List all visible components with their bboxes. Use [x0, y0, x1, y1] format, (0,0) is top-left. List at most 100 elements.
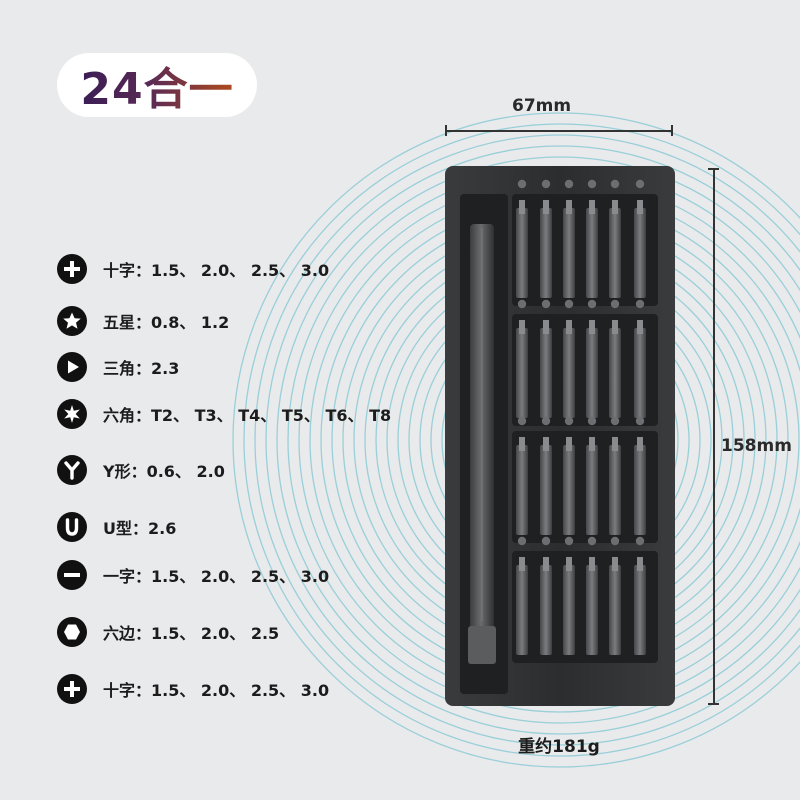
bit-type-marker [587, 179, 597, 189]
bit-tip [612, 557, 618, 571]
bit-tip [637, 200, 643, 214]
bit-type-marker [635, 536, 645, 546]
bit-tip [589, 320, 595, 334]
height-dimension-tick-bottom [708, 703, 719, 705]
width-dimension-tick-left [445, 125, 447, 136]
ring [243, 123, 800, 757]
bit-tip [637, 320, 643, 334]
bit-type-marker [610, 416, 620, 426]
screwdriver-bit [563, 208, 575, 298]
bit-type-marker [635, 179, 645, 189]
screwdriver-bit [586, 445, 598, 535]
screwdriver-bit [609, 208, 621, 298]
screwdriver-bit [540, 328, 552, 418]
bit-type-marker [564, 416, 574, 426]
screwdriver-bit [563, 328, 575, 418]
bit-type-marker [587, 299, 597, 309]
width-dimension-label: 67mm [512, 96, 572, 116]
spec-text: 六边：1.5、 2.0、 2.5 [103, 624, 280, 643]
spec-text: U型：2.6 [103, 519, 177, 538]
spec-item-flat: 一字：1.5、 2.0、 2.5、 3.0 [57, 560, 329, 590]
y-shape-icon [57, 455, 87, 485]
phillips-cross-icon [57, 674, 87, 704]
ring [265, 145, 800, 735]
hexagon-icon [57, 617, 87, 647]
screwdriver-bit [586, 208, 598, 298]
screwdriver-bit [516, 208, 528, 298]
bit-tip [543, 557, 549, 571]
screwdriver-bit [634, 328, 646, 418]
screwdriver-bit [540, 445, 552, 535]
bit-tip [637, 437, 643, 451]
star-icon [57, 306, 87, 336]
bit-tip [612, 437, 618, 451]
screwdriver-bit [609, 445, 621, 535]
bit-type-marker [517, 536, 527, 546]
bit-type-marker [564, 536, 574, 546]
spec-item-phillips-2: 十字：1.5、 2.0、 2.5、 3.0 [57, 674, 329, 704]
bit-type-marker [635, 416, 645, 426]
spec-text: 六角：T2、 T3、 T4、 T5、 T6、 T8 [103, 406, 392, 425]
screwdriver-bit [634, 208, 646, 298]
width-dimension-line [445, 130, 673, 132]
spec-text: 十字：1.5、 2.0、 2.5、 3.0 [103, 261, 330, 280]
screwdriver-bit [634, 565, 646, 655]
bit-type-marker [541, 416, 551, 426]
bit-tip [589, 437, 595, 451]
screwdriver-bit [516, 445, 528, 535]
screwdriver-bit [586, 565, 598, 655]
spec-text: Y形：0.6、 2.0 [103, 462, 225, 481]
bit-tip [566, 557, 572, 571]
spec-item-y-shape: Y形：0.6、 2.0 [57, 455, 225, 485]
screwdriver-bit [586, 328, 598, 418]
bit-type-marker [587, 416, 597, 426]
spec-item-u-shape: U型：2.6 [57, 512, 176, 542]
bit-tip [612, 200, 618, 214]
bit-tip [519, 320, 525, 334]
ring [254, 134, 800, 746]
hexalobe-torx-icon [57, 399, 87, 429]
screwdriver-bit [563, 565, 575, 655]
title-badge: 24合一 [57, 53, 257, 117]
flat-slot-icon [57, 560, 87, 590]
spec-item-hexagon: 六边：1.5、 2.0、 2.5 [57, 617, 279, 647]
spec-text: 十字：1.5、 2.0、 2.5、 3.0 [103, 681, 330, 700]
bit-type-marker [517, 299, 527, 309]
bit-tip [519, 437, 525, 451]
bit-tip [543, 320, 549, 334]
spec-item-triangle: 三角：2.3 [57, 352, 179, 382]
bit-tip [519, 200, 525, 214]
height-dimension-tick-top [708, 168, 719, 170]
bit-type-marker [610, 299, 620, 309]
bit-tip [566, 320, 572, 334]
bit-type-marker [564, 299, 574, 309]
bit-tip [543, 200, 549, 214]
screwdriver-bit [609, 328, 621, 418]
phillips-cross-icon [57, 254, 87, 284]
screwdriver-bit [516, 565, 528, 655]
bit-type-marker [541, 536, 551, 546]
spec-item-torx: 六角：T2、 T3、 T4、 T5、 T6、 T8 [57, 399, 391, 429]
height-dimension-line [713, 168, 715, 704]
bit-type-marker [610, 536, 620, 546]
height-dimension-label: 158mm [721, 436, 792, 456]
spec-text: 五星：0.8、 1.2 [103, 313, 230, 332]
bit-tip [589, 557, 595, 571]
bit-type-marker [635, 299, 645, 309]
width-dimension-tick-right [671, 125, 673, 136]
spec-text: 三角：2.3 [103, 359, 180, 378]
bit-type-marker [564, 179, 574, 189]
bit-tip [519, 557, 525, 571]
u-shape-icon [57, 512, 87, 542]
bit-type-marker [610, 179, 620, 189]
spec-text: 一字：1.5、 2.0、 2.5、 3.0 [103, 567, 330, 586]
bit-tip [566, 200, 572, 214]
screwdriver-bit-case [445, 166, 675, 706]
screwdriver-bit [563, 445, 575, 535]
bit-tip [589, 200, 595, 214]
ring [232, 112, 800, 768]
bit-tip [637, 557, 643, 571]
screwdriver-bit [516, 328, 528, 418]
ring [276, 156, 800, 724]
